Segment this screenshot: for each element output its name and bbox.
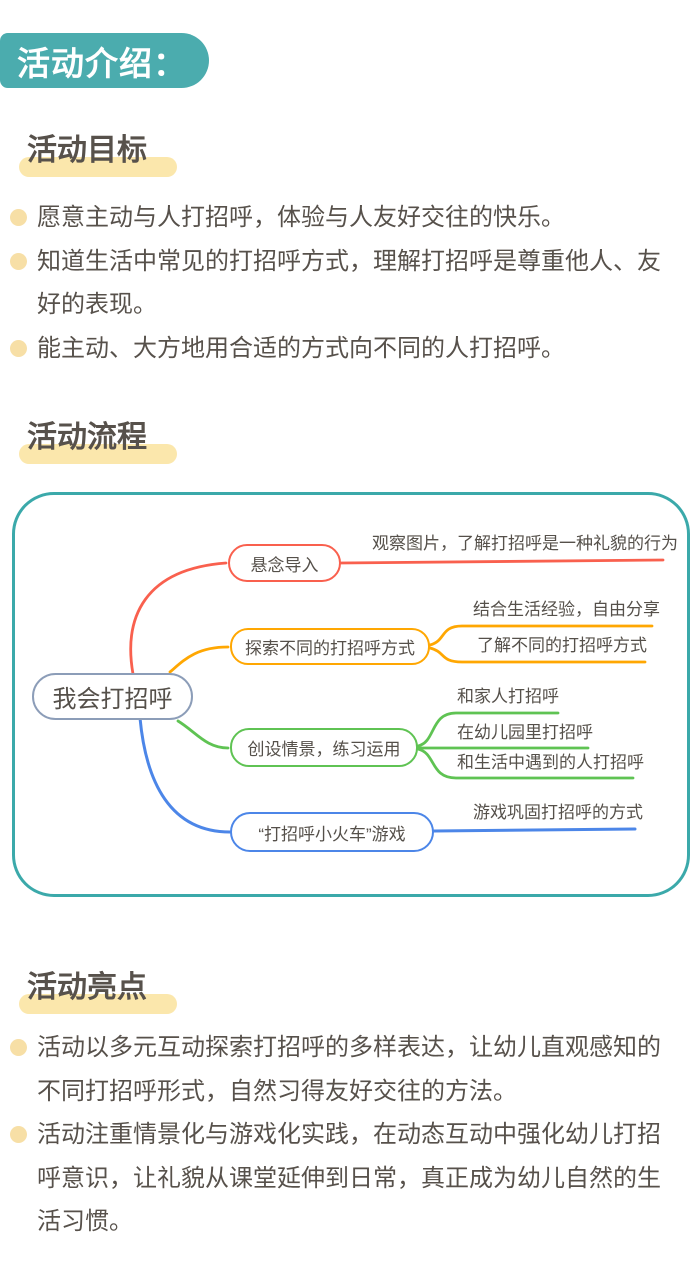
branch-game-connectors: [138, 716, 637, 834]
goal-item: 能主动、大方地用合适的方式向不同的人打招呼。: [10, 327, 692, 371]
branch-game-curve: [138, 716, 232, 834]
intro-title-badge: 活动介绍：: [0, 33, 209, 88]
highlight-item: 活动以多元互动探索打招呼的多样表达，让幼儿直观感知的不同打招呼形式，自然习得友好…: [10, 1026, 692, 1113]
branch-practice-connectors: [176, 711, 635, 780]
leaf-explore-2: 了解不同的打招呼方式: [477, 636, 647, 655]
branch-game-leaf-line: [432, 827, 637, 833]
bullet-dot-icon: [10, 252, 27, 270]
mindmap-connector-canvas: [129, 558, 665, 834]
goal-text: 愿意主动与人打招呼，体验与人友好交往的快乐。: [37, 204, 565, 231]
bullet-dot-icon: [10, 1039, 27, 1056]
root-label: 我会打招呼: [52, 686, 173, 713]
highlight-item: 活动注重情景化与游戏化实践，在动态互动中强化幼儿打招呼意识，让礼貌从课堂延伸到日…: [10, 1113, 692, 1244]
leaf-explore-1: 结合生活经验，自由分享: [473, 600, 660, 619]
branch-explore-curve: [168, 645, 230, 674]
leaf-suspense-1: 观察图片，了解打招呼是一种礼貌的行为: [372, 534, 678, 553]
branch-explore-connectors: [168, 624, 654, 674]
branch-label: 探索不同的打招呼方式: [245, 639, 415, 658]
mindmap-root-node: 我会打招呼: [32, 673, 193, 720]
branch-practice-leaf-line-3: [416, 747, 635, 780]
branch-suspense-leaf-line: [338, 558, 665, 565]
branch-explore-leaf-line-1: [428, 624, 654, 647]
highlight-text: 活动以多元互动探索打招呼的多样表达，让幼儿直观感知的不同打招呼形式，自然习得友好…: [37, 1034, 661, 1105]
flow-heading-label: 活动流程: [19, 421, 177, 464]
branch-node-suspense: 悬念导入: [228, 544, 341, 582]
leaf-game-1: 游戏巩固打招呼的方式: [473, 803, 643, 822]
goals-section-heading: 活动目标: [19, 133, 177, 177]
branch-node-practice: 创设情景，练习运用: [230, 728, 418, 767]
highlights-section-heading: 活动亮点: [19, 970, 177, 1014]
goal-item: 知道生活中常见的打招呼方式，理解打招呼是尊重他人、友好的表现。: [10, 240, 692, 327]
branch-explore-leaf-line-2: [428, 646, 647, 664]
branch-suspense-curve: [129, 561, 228, 676]
flow-section-heading: 活动流程: [19, 420, 177, 464]
branch-practice-leaf-line-1: [416, 711, 560, 748]
goals-heading-label: 活动目标: [19, 134, 177, 177]
highlight-text: 活动注重情景化与游戏化实践，在动态互动中强化幼儿打招呼意识，让礼貌从课堂延伸到日…: [37, 1121, 661, 1235]
branch-label: 创设情景，练习运用: [247, 740, 401, 759]
goal-text: 能主动、大方地用合适的方式向不同的人打招呼。: [37, 334, 565, 362]
goal-item: 愿意主动与人打招呼，体验与人友好交往的快乐。: [10, 196, 692, 240]
highlights-list: 活动以多元互动探索打招呼的多样表达，让幼儿直观感知的不同打招呼形式，自然习得友好…: [10, 1026, 692, 1244]
branch-suspense-connectors: [129, 558, 665, 676]
flow-mindmap: 我会打招呼 悬念导入 探索不同的打招呼方式 创设情景，练习运用 “打招呼小火车”…: [12, 492, 690, 897]
branch-label: 悬念导入: [250, 555, 319, 575]
branch-practice-curve: [176, 719, 230, 750]
branch-node-explore: 探索不同的打招呼方式: [230, 628, 430, 665]
intro-title-label: 活动介绍：: [17, 44, 187, 82]
leaf-practice-2: 在幼儿园里打招呼: [457, 723, 593, 742]
bullet-dot-icon: [10, 339, 27, 357]
leaf-practice-1: 和家人打招呼: [457, 687, 559, 706]
leaf-practice-3: 和生活中遇到的人打招呼: [457, 753, 644, 772]
bullet-dot-icon: [10, 1126, 27, 1143]
goals-list: 愿意主动与人打招呼，体验与人友好交往的快乐。 知道生活中常见的打招呼方式，理解打…: [10, 196, 692, 370]
branch-label: “打招呼小火车”游戏: [258, 824, 406, 844]
branch-node-game: “打招呼小火车”游戏: [230, 812, 434, 852]
bullet-dot-icon: [10, 209, 27, 226]
goal-text: 知道生活中常见的打招呼方式，理解打招呼是尊重他人、友好的表现。: [37, 247, 661, 319]
highlights-heading-label: 活动亮点: [19, 971, 177, 1014]
